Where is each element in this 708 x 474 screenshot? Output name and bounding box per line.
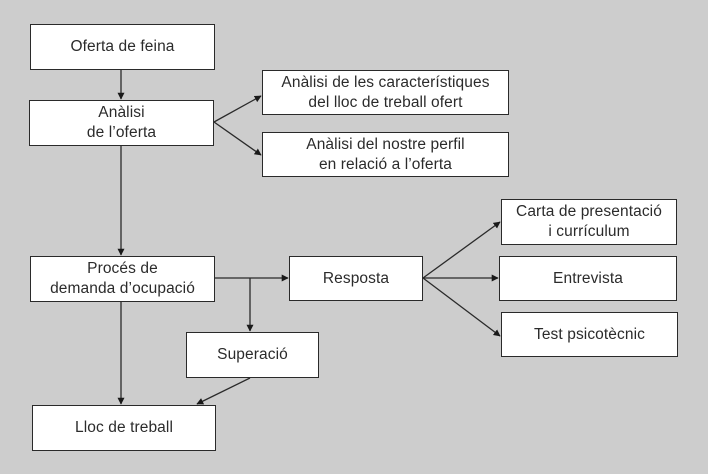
edge-resposta-test (422, 277, 501, 337)
node-entrevista: Entrevista (499, 256, 677, 301)
edge-resposta-carta (422, 221, 501, 279)
node-test-psicotecnic: Test psicotècnic (501, 312, 678, 357)
edge-analisi-perfil (213, 121, 262, 156)
node-resposta: Resposta (289, 256, 423, 301)
node-lloc-de-treball: Lloc de treball (32, 405, 216, 451)
node-analisi-perfil: Anàlisi del nostre perfil en relació a l… (262, 132, 509, 177)
node-oferta-de-feina: Oferta de feina (30, 24, 215, 70)
node-proces-demanda: Procés de demanda d’ocupació (30, 256, 215, 302)
node-superacio: Superació (186, 332, 319, 378)
edge-analisi-caracteristiques (213, 95, 262, 123)
node-analisi-oferta: Anàlisi de l’oferta (29, 100, 214, 146)
node-analisi-caracteristiques: Anàlisi de les característiques del lloc… (262, 70, 509, 115)
edge-superacio-lloc (196, 377, 251, 405)
node-carta-presentacio: Carta de presentació i currículum (501, 199, 677, 245)
